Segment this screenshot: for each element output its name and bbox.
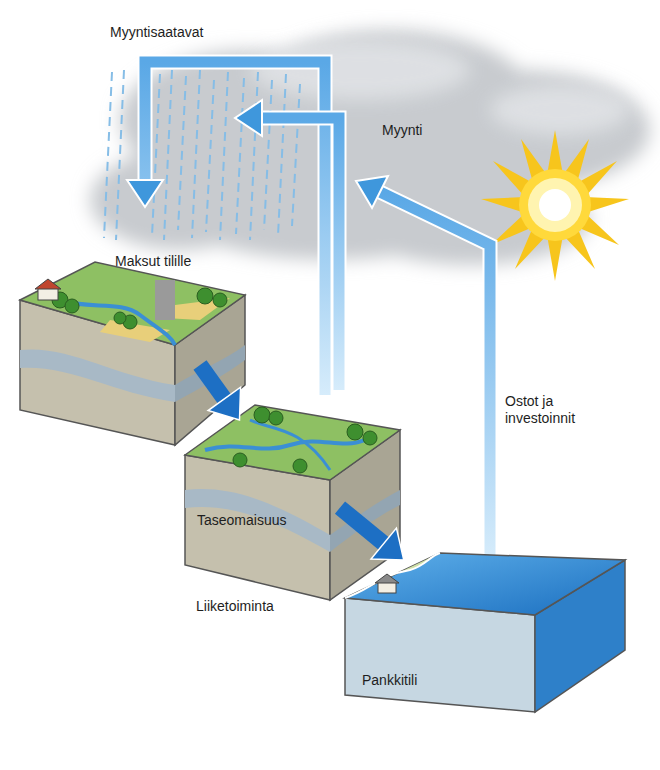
art-circle xyxy=(528,178,582,232)
arrow-shaft xyxy=(340,508,385,545)
art-polygon xyxy=(20,262,245,345)
art-circle xyxy=(197,288,213,304)
art-line xyxy=(236,78,244,234)
art-line xyxy=(152,74,160,236)
art-path xyxy=(262,118,339,390)
art-ellipse xyxy=(250,40,470,100)
art-polygon xyxy=(235,100,262,136)
art-path xyxy=(262,118,339,390)
art-line xyxy=(178,76,186,230)
art-path xyxy=(205,440,365,450)
sun xyxy=(481,130,629,281)
art-circle xyxy=(233,453,247,467)
art-rect xyxy=(378,582,396,593)
arrow-head xyxy=(208,387,240,420)
art-line xyxy=(192,70,200,238)
art-rect xyxy=(38,288,58,300)
art-path xyxy=(20,349,175,402)
art-line xyxy=(164,70,172,240)
art-path xyxy=(250,420,330,470)
water-block-bank xyxy=(345,553,625,712)
block-label: Pankkitili xyxy=(362,672,417,689)
art-ellipse xyxy=(490,85,630,135)
art-line xyxy=(206,80,214,232)
house-bank xyxy=(375,574,399,593)
rain xyxy=(104,70,300,240)
bank-block: Pankkitili xyxy=(345,560,625,712)
art-polygon xyxy=(481,130,629,281)
terrain-block: Maksut tilille xyxy=(20,225,200,400)
layer-label: Taseomaisuus xyxy=(197,512,287,529)
art-polygon xyxy=(345,553,625,615)
art-rect xyxy=(155,280,175,320)
business-block: TaseomaisuusLiiketoiminta xyxy=(190,420,340,619)
flow-label: Myynti xyxy=(382,122,422,139)
art-circle xyxy=(213,293,227,307)
art-polygon xyxy=(375,574,399,583)
block-label: Liiketoiminta xyxy=(196,598,274,615)
arrow-shaft xyxy=(200,365,226,401)
art-circle xyxy=(254,407,270,423)
art-circle xyxy=(65,299,79,313)
flow-label: Myyntisaatavat xyxy=(110,24,203,41)
art-path xyxy=(185,489,330,552)
art-polygon xyxy=(35,279,61,289)
art-circle xyxy=(539,189,571,221)
house-high xyxy=(35,279,61,300)
art-line xyxy=(220,72,228,240)
trees-high xyxy=(52,288,227,329)
arrow-head xyxy=(371,528,404,560)
terrain-block-high xyxy=(20,262,245,445)
art-polygon xyxy=(127,180,163,207)
art-line xyxy=(116,70,124,240)
art-line xyxy=(250,72,258,240)
trees-business xyxy=(233,407,377,473)
art-line xyxy=(264,80,272,230)
art-line xyxy=(104,72,112,238)
art-line xyxy=(292,84,300,226)
flow-arrow xyxy=(340,508,404,560)
art-circle xyxy=(347,424,363,440)
flow-label: Ostot ja investoinnit xyxy=(505,393,600,427)
art-circle xyxy=(519,169,591,241)
art-line xyxy=(278,74,286,236)
art-polygon xyxy=(345,598,535,712)
art-circle xyxy=(363,431,377,445)
art-polygon xyxy=(356,176,388,208)
terrain-block-business xyxy=(185,405,400,600)
flow-arrow xyxy=(200,365,241,420)
art-polygon xyxy=(185,405,400,480)
terrain-label: Maksut tilille xyxy=(115,253,191,270)
art-circle xyxy=(269,411,283,425)
art-circle xyxy=(114,312,126,324)
art-circle xyxy=(293,459,307,473)
